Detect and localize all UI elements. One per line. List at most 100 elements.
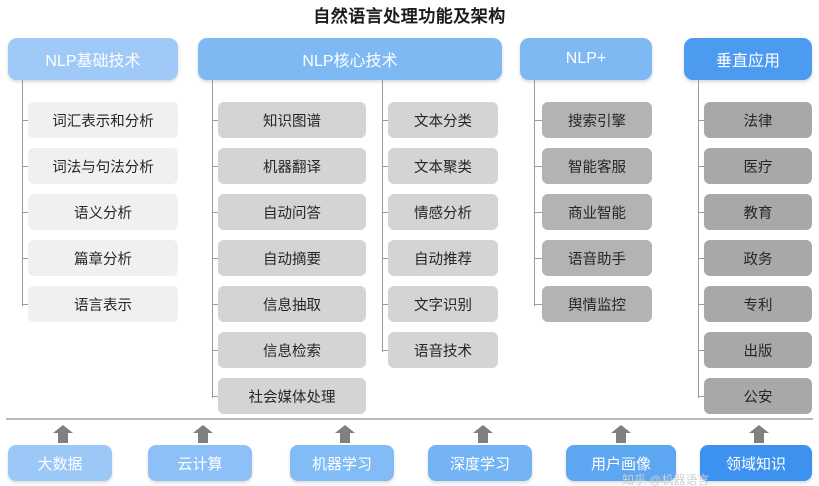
connector-stub [698,166,704,167]
up-arrow-icon-5 [748,424,770,444]
item-label: 社会媒体处理 [248,389,336,406]
item-label: 机器翻译 [263,159,321,176]
item-nlp-basic-1[interactable]: 词法与句法分析 [28,148,178,184]
item-nlp-basic-2[interactable]: 语义分析 [28,194,178,230]
item-vertical-apps-5[interactable]: 出版 [704,332,812,368]
foundation-item-4[interactable]: 用户画像 [566,445,676,481]
item-label: 自动摘要 [263,251,321,268]
foundation-item-0[interactable]: 大数据 [8,445,112,481]
header-label: NLP+ [565,50,607,67]
item-vertical-apps-4[interactable]: 专利 [704,286,812,322]
item-label: 信息检索 [263,343,321,360]
item-nlp-basic-0[interactable]: 词汇表示和分析 [28,102,178,138]
foundation-item-5[interactable]: 领域知识 [700,445,812,481]
header-nlp-basic[interactable]: NLP基础技术 [8,38,178,80]
item-nlp-plus-4[interactable]: 舆情监控 [542,286,652,322]
connector-stub [22,258,28,259]
item-nlp-core-left-6[interactable]: 社会媒体处理 [218,378,366,414]
item-label: 语义分析 [74,205,132,222]
item-nlp-core-left-5[interactable]: 信息检索 [218,332,366,368]
item-nlp-plus-0[interactable]: 搜索引擎 [542,102,652,138]
connector-stub [534,304,542,305]
item-vertical-apps-3[interactable]: 政务 [704,240,812,276]
item-label: 语音助手 [568,251,626,268]
connector-stub [534,258,542,259]
item-nlp-basic-3[interactable]: 篇章分析 [28,240,178,276]
item-nlp-plus-2[interactable]: 商业智能 [542,194,652,230]
up-arrow-icon-2 [334,424,356,444]
connector-stub [382,258,388,259]
item-vertical-apps-0[interactable]: 法律 [704,102,812,138]
header-label: NLP核心技术 [302,53,398,70]
item-label: 教育 [743,205,773,222]
connector-stub [212,350,218,351]
connector-stub [382,350,388,351]
connector-trunk-col4 [534,80,535,306]
foundation-label: 云计算 [177,455,223,473]
item-vertical-apps-1[interactable]: 医疗 [704,148,812,184]
foundation-item-1[interactable]: 云计算 [148,445,252,481]
header-label: NLP基础技术 [45,53,141,70]
connector-stub [698,350,704,351]
connector-stub [212,396,218,397]
item-nlp-core-right-5[interactable]: 语音技术 [388,332,498,368]
connector-stub [534,166,542,167]
connector-stub [698,120,704,121]
connector-stub [698,396,704,397]
item-nlp-core-left-4[interactable]: 信息抽取 [218,286,366,322]
up-arrow-icon-1 [192,424,214,444]
item-label: 语音技术 [414,343,472,360]
foundation-label: 深度学习 [449,455,510,473]
connector-stub [534,212,542,213]
item-nlp-core-left-2[interactable]: 自动问答 [218,194,366,230]
item-nlp-core-left-3[interactable]: 自动摘要 [218,240,366,276]
item-label: 自动推荐 [414,251,472,268]
item-label: 智能客服 [568,159,626,176]
item-nlp-core-right-3[interactable]: 自动推荐 [388,240,498,276]
item-label: 篇章分析 [74,251,132,268]
item-nlp-core-right-4[interactable]: 文字识别 [388,286,498,322]
foundation-label: 领域知识 [725,455,786,473]
connector-stub [22,304,28,305]
up-arrow-icon-4 [610,424,632,444]
item-label: 信息抽取 [263,297,321,314]
item-vertical-apps-6[interactable]: 公安 [704,378,812,414]
item-label: 政务 [743,251,773,268]
header-nlp-core[interactable]: NLP核心技术 [198,38,502,80]
item-label: 出版 [743,343,773,360]
item-label: 词法与句法分析 [52,159,154,176]
item-nlp-plus-1[interactable]: 智能客服 [542,148,652,184]
item-nlp-core-right-0[interactable]: 文本分类 [388,102,498,138]
connector-stub [698,258,704,259]
item-label: 法律 [743,113,773,130]
header-nlp-plus[interactable]: NLP+ [520,38,652,80]
item-label: 词汇表示和分析 [52,113,154,130]
item-label: 公安 [743,389,773,406]
connector-trunk-col3 [382,80,383,352]
foundation-item-2[interactable]: 机器学习 [290,445,394,481]
connector-stub [212,212,218,213]
item-vertical-apps-2[interactable]: 教育 [704,194,812,230]
connector-stub [382,212,388,213]
item-nlp-core-left-0[interactable]: 知识图谱 [218,102,366,138]
item-nlp-core-right-1[interactable]: 文本聚类 [388,148,498,184]
item-label: 文本分类 [414,113,472,130]
item-nlp-basic-4[interactable]: 语言表示 [28,286,178,322]
connector-stub [212,258,218,259]
item-nlp-core-right-2[interactable]: 情感分析 [388,194,498,230]
foundation-item-3[interactable]: 深度学习 [428,445,532,481]
header-vertical-apps[interactable]: 垂直应用 [684,38,812,80]
watermark: 知乎 @机器语言 [622,473,710,486]
item-nlp-plus-3[interactable]: 语音助手 [542,240,652,276]
item-label: 搜索引擎 [568,113,626,130]
connector-trunk-col5 [698,80,699,398]
connector-stub [382,120,388,121]
item-label: 知识图谱 [263,113,321,130]
connector-stub [22,166,28,167]
foundation-label: 大数据 [37,455,83,473]
item-nlp-core-left-1[interactable]: 机器翻译 [218,148,366,184]
item-label: 专利 [743,297,773,314]
connector-stub [698,212,704,213]
connector-stub [22,120,28,121]
